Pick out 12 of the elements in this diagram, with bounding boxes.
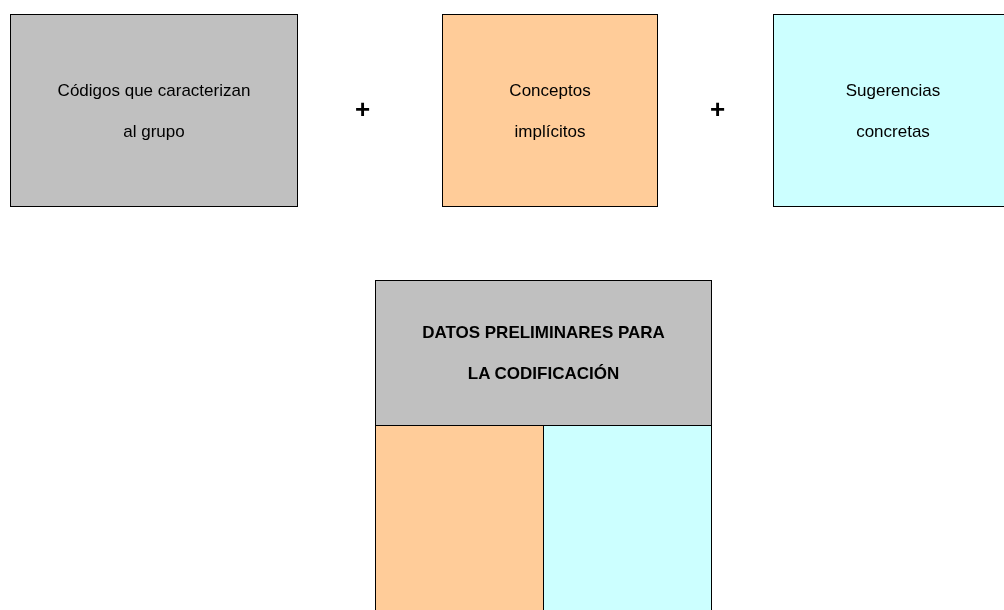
colored-box	[773, 14, 1004, 207]
colored-box	[10, 14, 298, 207]
empty-box	[375, 425, 544, 610]
empty-box	[543, 425, 712, 610]
plus-sign: +	[355, 94, 371, 125]
box-text: Códigos que caracterizan al grupo	[56, 79, 252, 143]
colored-box	[442, 14, 658, 207]
box-text: Conceptos implícitos	[508, 79, 592, 143]
box-text: Sugerencias concretas	[844, 79, 942, 143]
plus-sign: +	[710, 94, 726, 125]
colored-box	[375, 280, 712, 426]
box-text: DATOS PRELIMINARES PARA LA CODIFICACIÓN	[421, 322, 666, 385]
